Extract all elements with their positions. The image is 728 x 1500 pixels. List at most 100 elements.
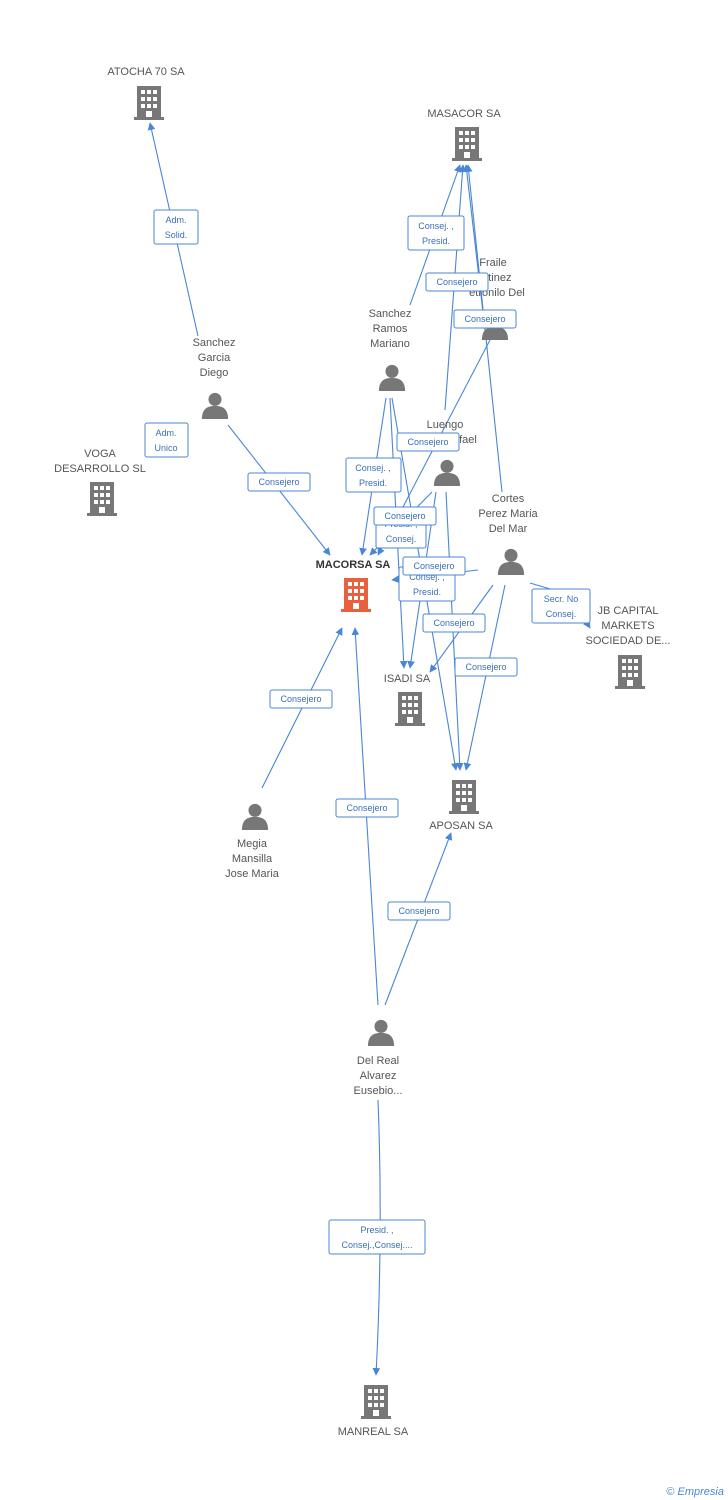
relation-label[interactable]: Consejero [373, 506, 437, 526]
relation-label[interactable]: Consejero [422, 613, 486, 633]
relation-text: Adm. [155, 428, 176, 438]
person-icon [433, 459, 461, 486]
relation-text: Solid. [165, 230, 188, 240]
relation-text: Consejero [407, 437, 448, 447]
relation-label[interactable]: Consejero [425, 272, 489, 292]
node-macorsa[interactable]: MACORSA SA [316, 559, 391, 612]
node-luengo[interactable]: Luengo fael [427, 419, 477, 486]
node-masacor[interactable]: MASACOR SA [427, 108, 501, 161]
node-label: Garcia [198, 352, 231, 364]
node-label: Del Mar [489, 523, 528, 535]
relation-label[interactable]: Secr. No Consej. [531, 588, 591, 624]
node-label: Ramos [373, 323, 408, 335]
person-icon [367, 1019, 395, 1046]
building-icon [395, 692, 425, 726]
relation-text: Consej. , [355, 463, 391, 473]
relation-label[interactable]: Consej. , Presid. [345, 457, 402, 493]
node-aposan[interactable]: APOSAN SA [429, 780, 493, 832]
relation-label[interactable]: Consejero [454, 657, 518, 677]
node-label: Perez Maria [478, 508, 538, 520]
relation-text: Consejero [384, 511, 425, 521]
person-icon [378, 364, 406, 391]
relation-text: Consejero [280, 694, 321, 704]
relation-text: Consej.,Consej.... [341, 1240, 412, 1250]
relation-label[interactable]: Consejero [335, 798, 399, 818]
relation-label[interactable]: Consejero [269, 689, 333, 709]
relation-text: Consejero [433, 618, 474, 628]
building-icon [449, 780, 479, 814]
node-label: Sanchez [369, 308, 412, 320]
node-label: Megia [237, 838, 268, 850]
relation-label[interactable]: Consej. , Presid. [407, 215, 465, 251]
person-icon [497, 548, 525, 575]
node-voga[interactable]: VOGA DESARROLLO SL [54, 448, 146, 516]
relation-label[interactable]: Consejero [402, 556, 466, 576]
node-label: JB CAPITAL [598, 605, 659, 617]
building-icon [87, 482, 117, 516]
relation-label[interactable]: Consejero [387, 901, 451, 921]
brand-logo[interactable]: Empresia [677, 1486, 724, 1498]
person-icon [241, 803, 269, 830]
node-isadi[interactable]: ISADI SA [384, 673, 431, 726]
node-atocha[interactable]: ATOCHA 70 SA [107, 66, 185, 120]
person-icon [201, 392, 229, 419]
relation-text: Consejero [413, 561, 454, 571]
building-icon [341, 578, 371, 612]
node-label: MARKETS [601, 620, 654, 632]
relation-text: Presid. [359, 478, 387, 488]
relation-label[interactable]: Presid. , Consej.,Consej.... [328, 1219, 426, 1255]
nodes: ATOCHA 70 SA MASACOR SA Fraile rtinez et… [54, 66, 670, 1438]
node-label: Mariano [370, 338, 410, 350]
building-icon [452, 127, 482, 161]
relation-text: Consejero [258, 477, 299, 487]
node-label: SOCIEDAD DE... [586, 635, 671, 647]
node-label: MASACOR SA [427, 108, 501, 120]
node-label: Diego [200, 367, 229, 379]
node-label: VOGA [84, 448, 116, 460]
relation-text: Adm. [165, 215, 186, 225]
node-manreal[interactable]: MANREAL SA [338, 1385, 409, 1438]
relation-label[interactable]: Consejero [247, 472, 311, 492]
relation-text: Secr. No [544, 594, 579, 604]
relation-text: Consejero [464, 314, 505, 324]
node-label: fael [459, 434, 477, 446]
building-icon [134, 86, 164, 120]
relation-text: Presid. [413, 587, 441, 597]
node-cortes[interactable]: Cortes Perez Maria Del Mar [478, 493, 539, 575]
node-label: ISADI SA [384, 673, 431, 685]
node-label: APOSAN SA [429, 820, 493, 832]
node-label: Alvarez [360, 1070, 397, 1082]
relation-text: Consej. [546, 609, 577, 619]
relation-text: Consejero [398, 906, 439, 916]
node-label: Cortes [492, 493, 525, 505]
relation-label[interactable]: Consejero [453, 309, 517, 329]
relation-text: Consej. [386, 534, 417, 544]
footer-credit: © Empresia [666, 1486, 724, 1498]
relation-text: Consejero [465, 662, 506, 672]
relation-text: Presid. , [360, 1225, 393, 1235]
relation-text: Consej. , [409, 572, 445, 582]
node-delreal[interactable]: Del Real Alvarez Eusebio... [354, 1019, 403, 1097]
node-label: Del Real [357, 1055, 399, 1067]
building-icon [615, 655, 645, 689]
node-label: Eusebio... [354, 1085, 403, 1097]
relation-text: Unico [154, 443, 177, 453]
relation-text: Consejero [346, 803, 387, 813]
node-sanchez-garcia[interactable]: Sanchez Garcia Diego [193, 337, 236, 419]
node-megia[interactable]: Megia Mansilla Jose Maria [225, 803, 280, 880]
node-label: rtinez [485, 272, 512, 284]
node-sanchez-ramos[interactable]: Sanchez Ramos Mariano [369, 308, 412, 391]
node-jb[interactable]: JB CAPITAL MARKETS SOCIEDAD DE... [586, 605, 671, 689]
node-label: Luengo [427, 419, 464, 431]
relation-label[interactable]: Adm. Solid. [153, 209, 199, 245]
node-label: ATOCHA 70 SA [107, 66, 185, 78]
relation-text: Presid. [422, 236, 450, 246]
relation-labels: Adm. Solid. Adm. Unico Consej. , Presid.… [144, 209, 591, 1255]
relation-label[interactable]: Consejero [396, 432, 460, 452]
relation-label[interactable]: Adm. Unico [144, 422, 189, 458]
node-label: MACORSA SA [316, 559, 391, 571]
node-label: MANREAL SA [338, 1426, 409, 1438]
node-label: Jose Maria [225, 868, 280, 880]
copyright-icon: © [666, 1486, 675, 1498]
